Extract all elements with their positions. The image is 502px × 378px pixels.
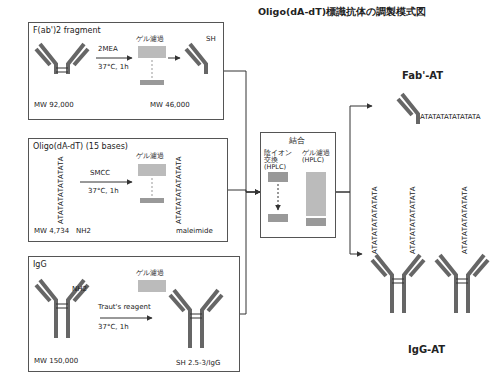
flow-arrow (240, 192, 260, 314)
annotation-label: 37°C, 1h (88, 188, 119, 196)
annotation-label: ATATATATATATATA (462, 186, 470, 254)
annotation-label: 2MEA (98, 46, 118, 54)
annotation-label: ATATATATATATATA (176, 156, 184, 224)
annotation-label: ゲル濾過 (136, 153, 164, 161)
annotation-label: MW 4,734 (34, 228, 69, 236)
annotation-label: NH2 (72, 286, 87, 294)
process-box: 結合 (260, 132, 336, 238)
product-group: IgG-AT (362, 158, 496, 359)
node-text: Fab'-AT (402, 70, 443, 82)
annotation-label: maleimide (176, 228, 213, 236)
annotation-label: MW 46,000 (150, 102, 190, 110)
annotation-label: 37°C, 1h (98, 324, 129, 332)
annotation-label: ATATATATATATATA (372, 186, 380, 254)
annotation-label: ATATATATATATATA (420, 114, 481, 122)
flow-arrow (336, 106, 372, 192)
annotation-label: Traut's reagent (98, 304, 151, 312)
node-text: F(ab')2 fragment (33, 26, 101, 35)
annotation-label: MW 150,000 (34, 358, 78, 366)
node-text: 結合 (289, 136, 305, 145)
annotation-label: SH (206, 36, 216, 44)
diagram-title: Oligo(dA-dT)標識抗体の調製模式図 (258, 6, 426, 19)
annotation-label: SH 2.5-3/IgG (176, 360, 220, 368)
annotation-label: ゲル濾過 (136, 36, 164, 44)
flow-arrow (224, 71, 260, 192)
annotation-label: ゲル濾過 (HPLC) (302, 150, 336, 164)
node-text: Oligo(dA-dT) (15 bases) (33, 142, 128, 151)
annotation-label: 陰イオン交換 (HPLC) (264, 150, 298, 171)
annotation-label: ゲル濾過 (136, 270, 164, 278)
process-box: IgG (28, 256, 240, 372)
annotation-label: ATATATATATATATA (410, 186, 418, 254)
annotation-label: ATATATATATATATA (58, 156, 66, 224)
annotation-label: SMCC (90, 170, 110, 178)
node-text: IgG (33, 260, 47, 269)
flow-arrow (336, 192, 362, 254)
product-group: Fab'-AT (372, 70, 490, 136)
annotation-label: 37°C, 1h (98, 64, 129, 72)
node-text: IgG-AT (408, 344, 445, 356)
annotation-label: NH2 (76, 228, 91, 236)
annotation-label: MW 92,000 (34, 102, 74, 110)
